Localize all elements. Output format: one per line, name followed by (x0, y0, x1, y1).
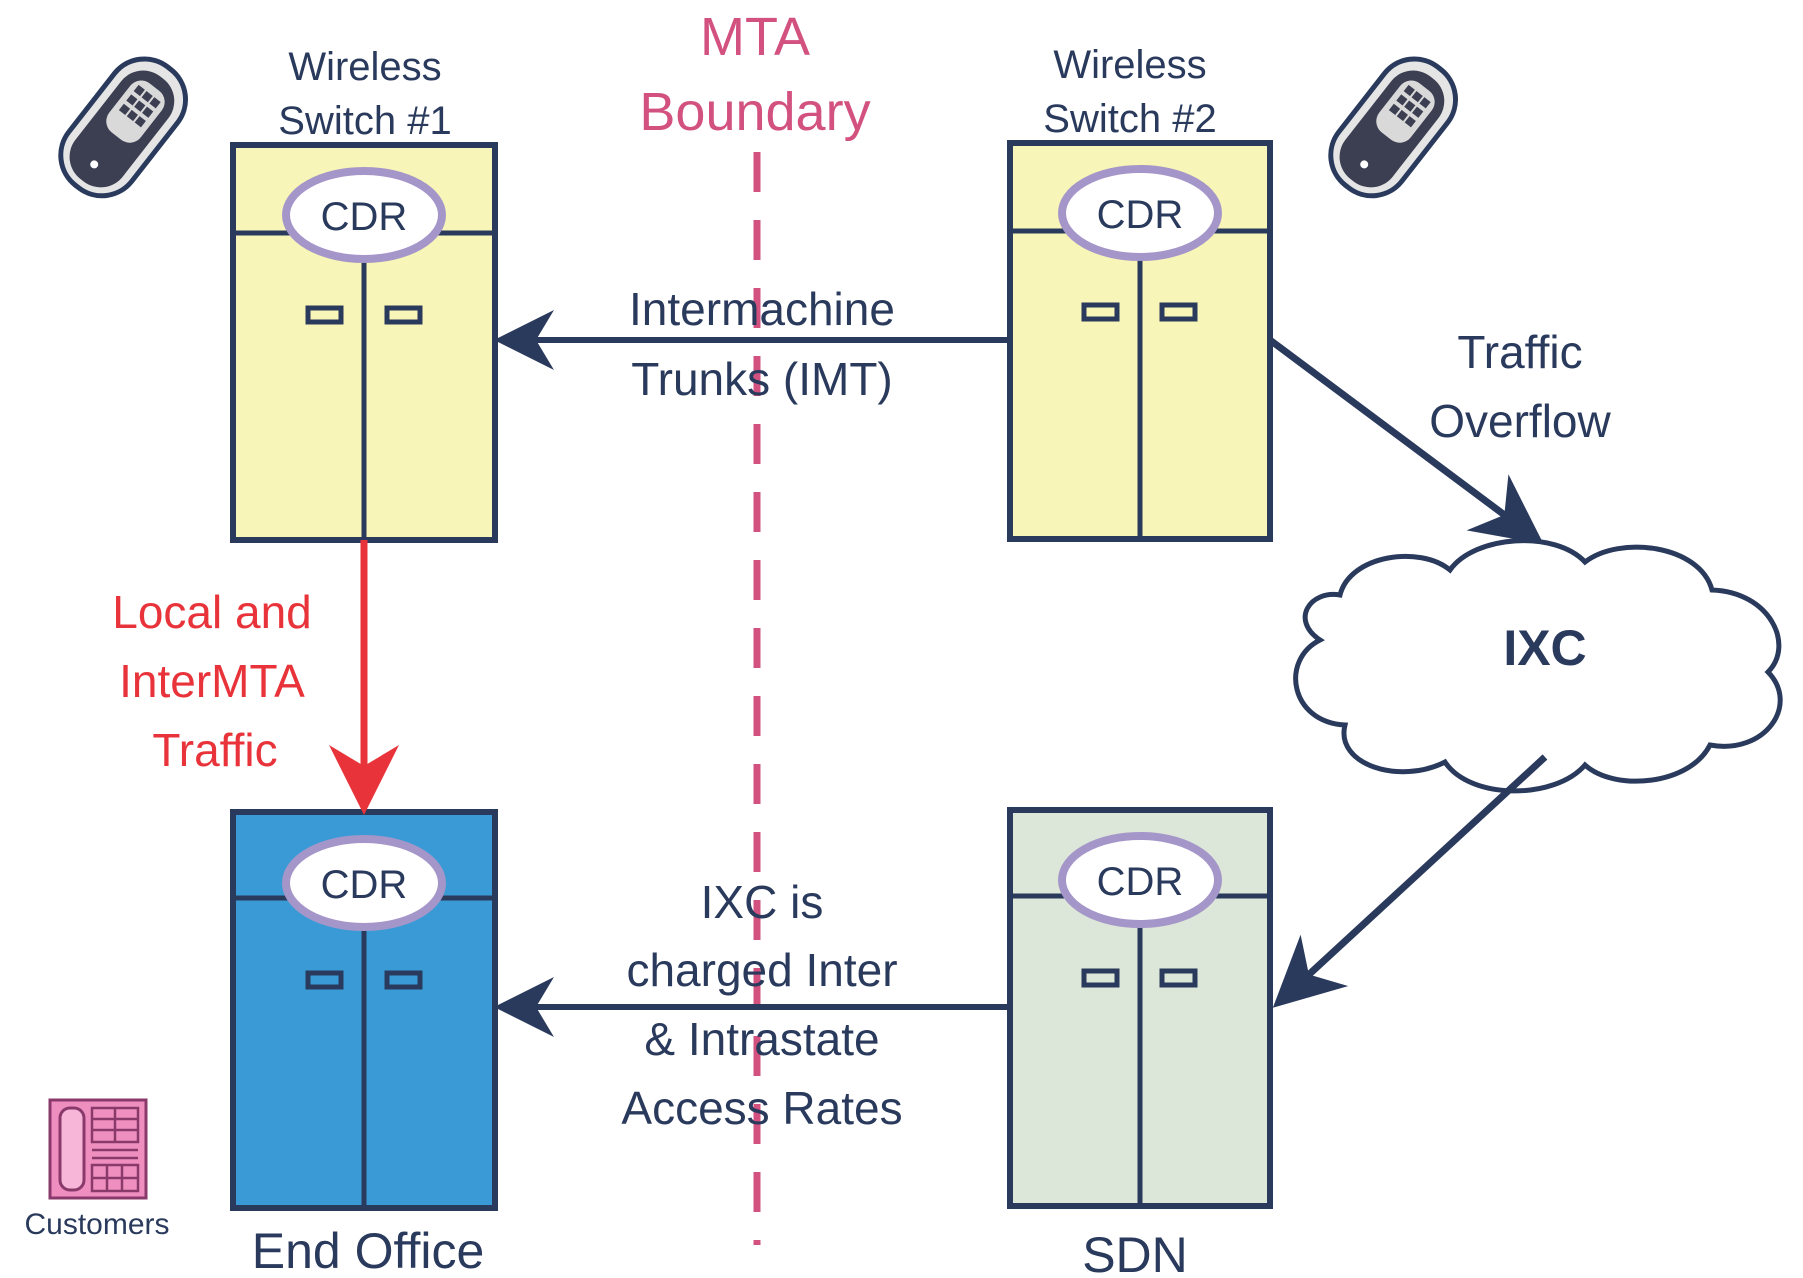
cell-phone-icon (1328, 56, 1459, 199)
ixc-cloud-label: IXC (1503, 620, 1586, 676)
end-office-handle-left (305, 970, 344, 990)
end-office: CDR End Office (230, 809, 498, 1278)
imt-label-line1: Intermachine (629, 283, 895, 335)
local-label-line1: Local and (112, 586, 312, 638)
cloud-icon (1293, 538, 1783, 794)
mta-boundary: MTA Boundary (639, 7, 871, 1245)
ixc-to-sdn-arrow (1272, 754, 1548, 1008)
charge-label-line3: & Intrastate (644, 1013, 879, 1065)
ws1-handle-right (384, 305, 423, 325)
wireless-switch-1: Wireless Switch #1 CDR (230, 45, 498, 543)
ixc-charge-link: IXC is charged Inter & Intrastate Access… (494, 876, 1010, 1134)
local-label-line3: Traffic (152, 724, 277, 776)
sdn-cdr-label: CDR (1097, 860, 1184, 904)
ws2-handle-right (1159, 302, 1198, 322)
ws2-label-line1: Wireless (1053, 43, 1206, 87)
charge-label-line2: charged Inter (626, 944, 897, 996)
overflow-label-line2: Overflow (1429, 395, 1611, 447)
end-office-cdr-label: CDR (321, 863, 408, 907)
ws1-label-line1: Wireless (288, 45, 441, 89)
sdn-label: SDN (1082, 1227, 1188, 1278)
charge-label-line4: Access Rates (621, 1082, 902, 1134)
end-office-handle-right (384, 970, 423, 990)
customers: Customers (24, 1098, 170, 1241)
traffic-overflow-link: Traffic Overflow (1267, 326, 1612, 545)
ws2-handle-left (1081, 302, 1120, 322)
local-label-line2: InterMTA (119, 655, 305, 707)
ws1-handle-left (305, 305, 344, 325)
ixc-cloud: IXC (1293, 538, 1783, 794)
overflow-arrow (1267, 337, 1544, 545)
sdn-switch: CDR SDN (1007, 807, 1273, 1278)
end-office-cdr-badge (282, 835, 446, 931)
cell-phone-icon (58, 56, 189, 199)
ws2-cdr-badge (1058, 165, 1222, 261)
sdn-handle-left (1081, 968, 1120, 988)
sdn-cdr-badge (1058, 832, 1222, 928)
end-office-label: End Office (252, 1223, 485, 1278)
desk-phone-icon (48, 1098, 148, 1200)
ws1-cdr-label: CDR (321, 195, 408, 239)
ws2-label-line2: Switch #2 (1043, 97, 1216, 141)
wireless-switch-2: Wireless Switch #2 CDR (1007, 43, 1273, 542)
overflow-label-line1: Traffic (1457, 326, 1582, 378)
ws1-label-line2: Switch #1 (278, 99, 451, 143)
ws2-cdr-label: CDR (1097, 193, 1184, 237)
boundary-label-line2: Boundary (639, 82, 870, 142)
boundary-label-line1: MTA (700, 7, 810, 67)
customers-label: Customers (24, 1208, 169, 1241)
local-intermta-link: Local and InterMTA Traffic (112, 540, 399, 815)
sdn-handle-right (1159, 968, 1198, 988)
imt-link: Intermachine Trunks (IMT) (494, 283, 1010, 405)
imt-label-line2: Trunks (IMT) (631, 353, 893, 405)
ws1-cdr-badge (282, 167, 446, 263)
charge-label-line1: IXC is (701, 876, 824, 928)
